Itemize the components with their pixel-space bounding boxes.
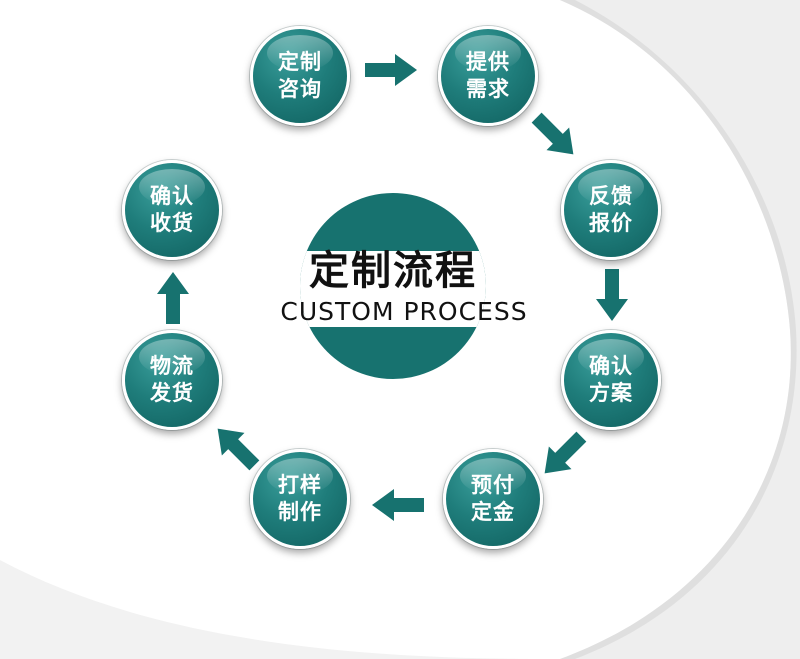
center-title: 定制流程	[309, 248, 477, 294]
arrow-2-to-3	[531, 112, 574, 155]
arrow-6-to-7	[217, 428, 260, 471]
step-node-7: 物流 发货	[122, 330, 222, 430]
step-node-2-line2: 需求	[466, 77, 510, 101]
step-node-1-line2: 咨询	[278, 77, 322, 101]
arrow-5-to-6	[372, 489, 424, 521]
step-node-4-line1: 确认	[589, 354, 633, 378]
step-node-5-line2: 定金	[471, 500, 515, 524]
arrow-1-to-2	[365, 54, 417, 86]
step-node-6-line2: 制作	[278, 500, 322, 524]
step-node-5: 预付 定金	[443, 449, 543, 549]
step-node-8: 确认 收货	[122, 160, 222, 260]
step-node-1: 定制 咨询	[250, 26, 350, 126]
step-node-7-line2: 发货	[150, 381, 194, 405]
step-node-3-line2: 报价	[589, 211, 633, 235]
step-node-7-line1: 物流	[150, 354, 194, 378]
step-node-4-line2: 方案	[589, 381, 633, 405]
center-subtitle: CUSTOM PROCESS	[280, 297, 528, 326]
arrow-7-to-8	[157, 272, 189, 324]
step-node-2-line1: 提供	[466, 50, 510, 74]
step-node-5-line1: 预付	[471, 473, 515, 497]
arrow-4-to-5	[544, 431, 587, 474]
arrow-3-to-4	[596, 269, 628, 321]
step-node-6: 打样 制作	[250, 449, 350, 549]
step-node-1-line1: 定制	[278, 50, 322, 74]
center-band	[300, 251, 486, 327]
step-node-3: 反馈 报价	[561, 160, 661, 260]
step-node-6-line1: 打样	[278, 473, 322, 497]
step-node-3-line1: 反馈	[589, 184, 633, 208]
step-node-2: 提供 需求	[438, 26, 538, 126]
center-disc	[300, 193, 486, 379]
step-node-4: 确认 方案	[561, 330, 661, 430]
step-node-8-line1: 确认	[150, 184, 194, 208]
step-node-8-line2: 收货	[150, 211, 194, 235]
